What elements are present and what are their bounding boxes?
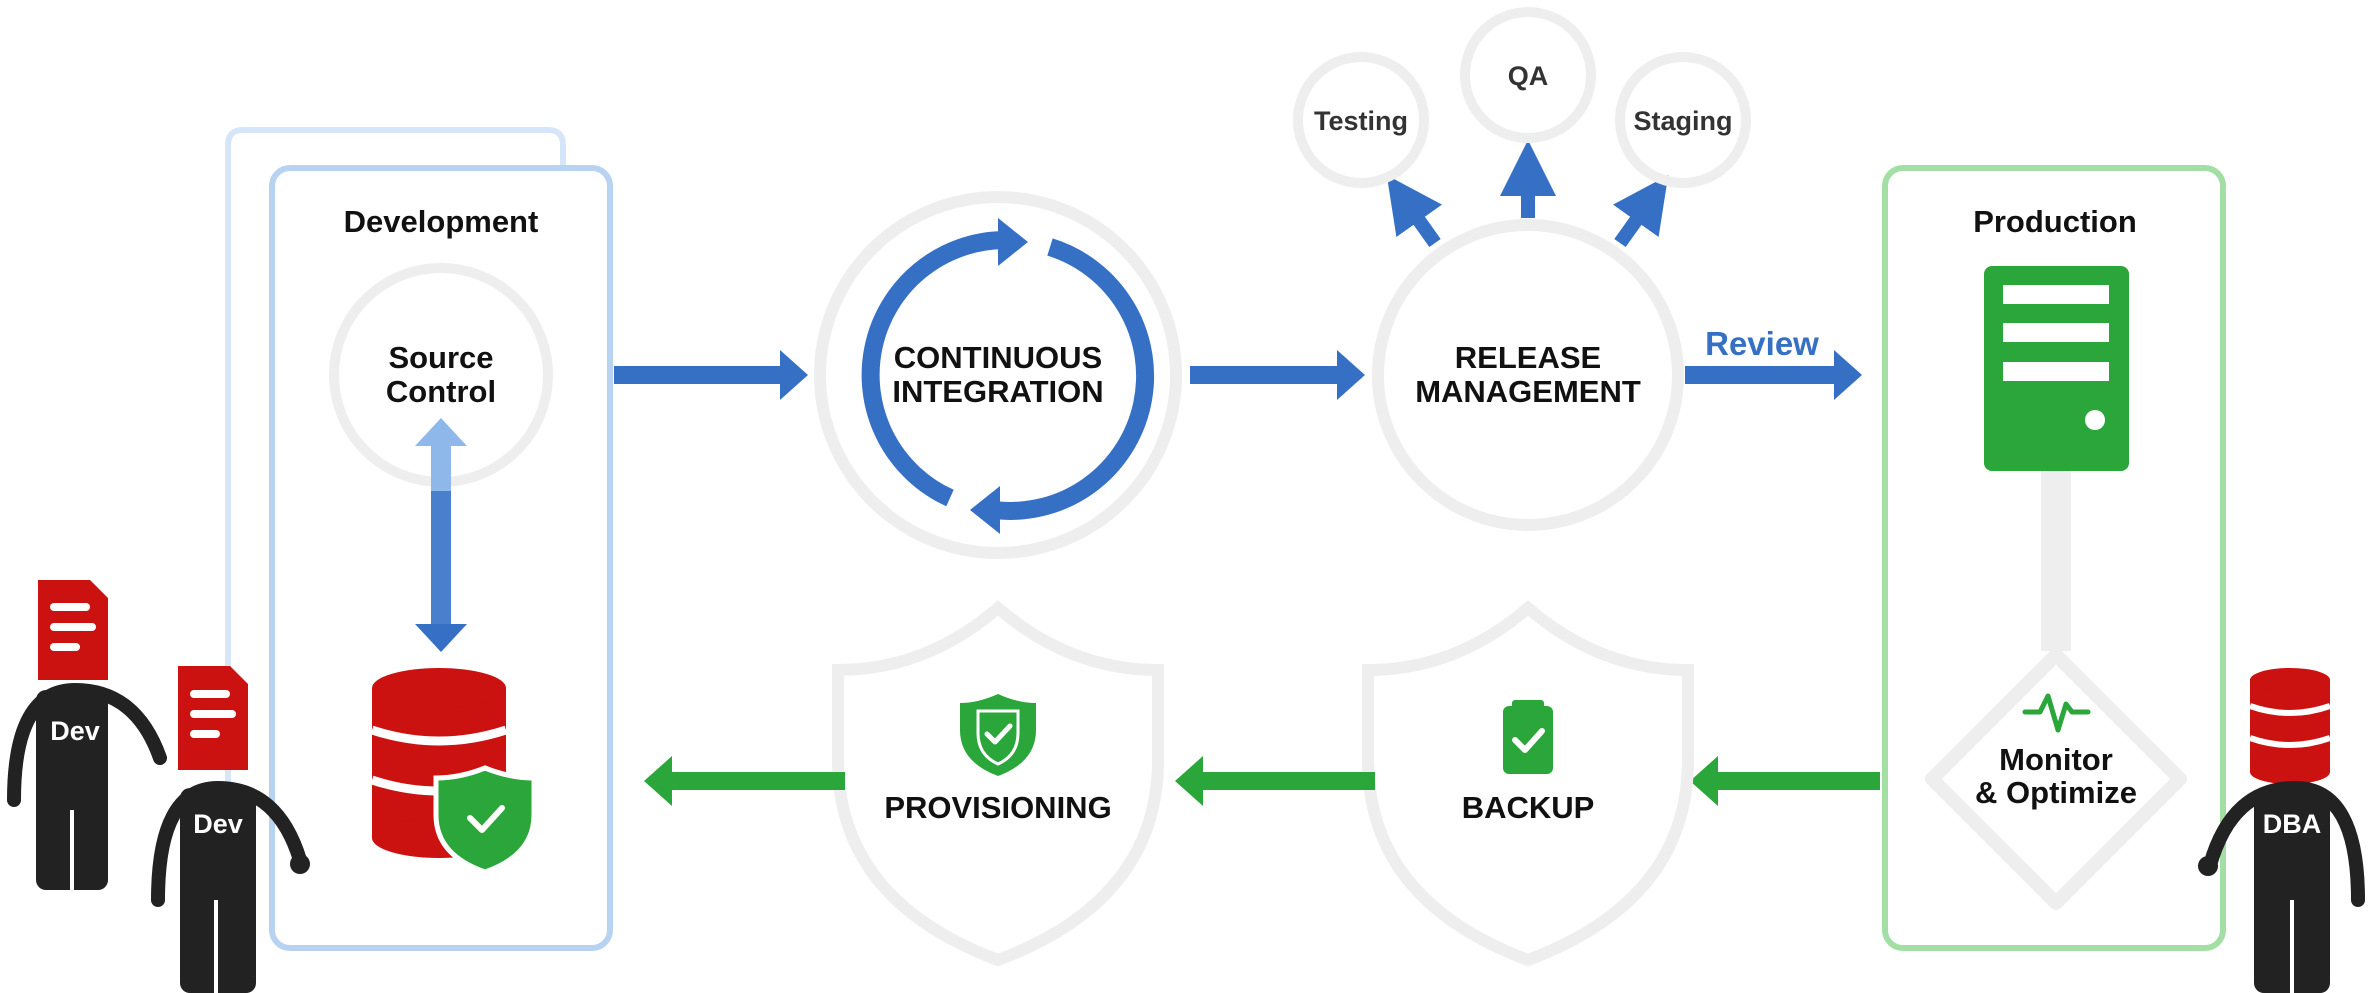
source-control-label-line1: Source <box>388 340 493 375</box>
arrow-production-to-backup <box>1690 756 1880 806</box>
dev1-label: Dev <box>50 716 100 746</box>
source-control-label-line2: Control <box>386 374 496 409</box>
arrow-dev-to-ci <box>614 350 808 400</box>
monitor-label-line1: Monitor <box>1999 742 2113 777</box>
backup-check-icon <box>1503 700 1553 774</box>
env-testing-label: Testing <box>1314 106 1408 136</box>
development-panel-shadow <box>225 127 566 910</box>
dba-label: DBA <box>2263 809 2322 839</box>
ci-node: CONTINUOUS INTEGRATION <box>814 191 1182 559</box>
shield-check-icon <box>960 694 1036 776</box>
dba-person: DBA <box>2198 668 2365 993</box>
server-icon <box>1984 266 2129 471</box>
release-node: RELEASE MANAGEMENT Testing QA Staging <box>1293 7 1751 531</box>
monitor-diamond <box>1925 648 2187 910</box>
testing-circle <box>1293 52 1429 188</box>
ci-label-line2: INTEGRATION <box>892 374 1103 409</box>
backup-node: BACKUP <box>1362 600 1694 967</box>
ci-label-line1: CONTINUOUS <box>894 340 1102 375</box>
development-title: Development <box>344 204 539 239</box>
monitor-label-line2: & Optimize <box>1975 775 2137 810</box>
arrow-ci-to-release <box>1190 350 1365 400</box>
release-circle <box>1372 219 1684 531</box>
arrow-to-testing <box>1386 175 1443 248</box>
review-label: Review <box>1705 325 1819 362</box>
backup-shield <box>1362 600 1694 967</box>
release-label-line1: RELEASE <box>1455 340 1601 375</box>
heartbeat-icon <box>2022 693 2091 733</box>
production-title: Production <box>1973 204 2137 239</box>
provisioning-label: PROVISIONING <box>884 790 1111 825</box>
development-panel: Development Source Control <box>225 127 613 951</box>
database-icon <box>2249 668 2331 784</box>
dev2-label: Dev <box>193 809 243 839</box>
arrow-to-staging <box>1612 175 1669 248</box>
provisioning-shield <box>832 600 1164 967</box>
ci-circle <box>814 191 1182 559</box>
refresh-cycle-icon <box>861 218 1155 534</box>
sync-double-arrow <box>415 418 467 652</box>
env-qa-label: QA <box>1508 61 1549 91</box>
shield-check-icon <box>433 765 537 875</box>
arrow-provisioning-to-dev <box>644 756 845 806</box>
arrow-review-to-production: Review <box>1685 325 1862 400</box>
provisioning-node: PROVISIONING <box>832 600 1164 967</box>
staging-circle <box>1615 52 1751 188</box>
qa-circle <box>1460 7 1596 143</box>
backup-label: BACKUP <box>1462 790 1595 825</box>
dev-person-2: Dev <box>151 666 310 993</box>
production-panel: Production Monitor & Optimize <box>1882 165 2226 951</box>
env-staging-label: Staging <box>1634 106 1733 136</box>
arrow-backup-to-provisioning <box>1175 756 1375 806</box>
dev-person-1: Dev <box>7 580 167 890</box>
release-label-line2: MANAGEMENT <box>1415 374 1641 409</box>
server-connector <box>2041 471 2071 651</box>
